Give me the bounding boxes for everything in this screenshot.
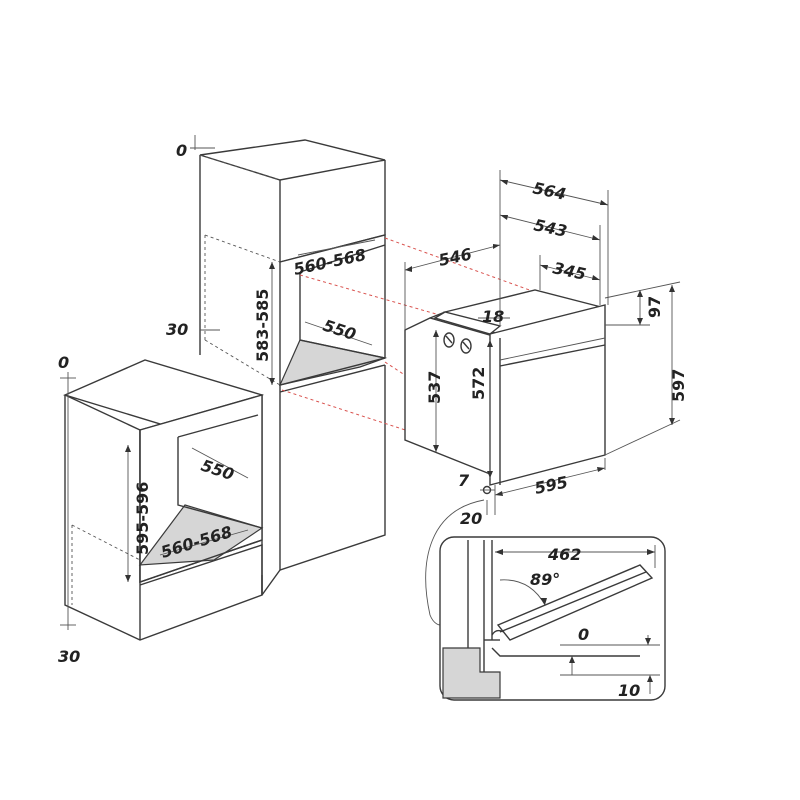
oven-side-depth: 546 bbox=[437, 244, 474, 270]
oven-body-depth: 543 bbox=[532, 215, 569, 241]
oven-door bbox=[496, 564, 654, 641]
under-counter-bottom-gap: 30 bbox=[58, 647, 80, 666]
door-detail-frame bbox=[439, 536, 666, 701]
oven-front bbox=[489, 304, 606, 486]
under-counter-top-gap: 0 bbox=[58, 353, 69, 372]
oven-top-height: 97 bbox=[645, 296, 664, 318]
oven-rear-depth: 345 bbox=[551, 258, 588, 284]
oven bbox=[404, 170, 681, 515]
column-top-gap: 0 bbox=[176, 141, 187, 160]
door-detail-callout bbox=[439, 536, 666, 701]
column-side-gap: 30 bbox=[166, 320, 188, 339]
oven-front-gap: 7 bbox=[458, 471, 470, 490]
oven-side-height: 537 bbox=[425, 371, 444, 404]
oven-top-offset: 18 bbox=[482, 307, 504, 326]
door-angle: 89° bbox=[530, 570, 560, 589]
alignment-guides bbox=[281, 237, 536, 439]
oven-body-height: 572 bbox=[469, 367, 488, 400]
oven-knob-right-icon bbox=[460, 338, 472, 354]
detail-marker-icon bbox=[482, 485, 492, 495]
oven-front-offset: 20 bbox=[460, 509, 482, 528]
oven-overall-height: 597 bbox=[669, 369, 688, 402]
door-projection: 462 bbox=[547, 545, 581, 564]
door-flush: 0 bbox=[578, 625, 589, 644]
oven-knob-left-icon bbox=[443, 332, 455, 348]
door-drop: 10 bbox=[618, 681, 640, 700]
column-cabinet bbox=[190, 135, 388, 596]
under-counter-cabinet bbox=[60, 359, 265, 641]
door-detail-section bbox=[442, 647, 501, 699]
detail-connector bbox=[425, 499, 485, 626]
oven-width: 595 bbox=[533, 472, 570, 498]
column-height: 583-585 bbox=[253, 289, 272, 362]
oven-overall-depth: 564 bbox=[531, 178, 568, 204]
column-top bbox=[199, 139, 386, 181]
under-counter-height: 595-596 bbox=[133, 482, 152, 555]
